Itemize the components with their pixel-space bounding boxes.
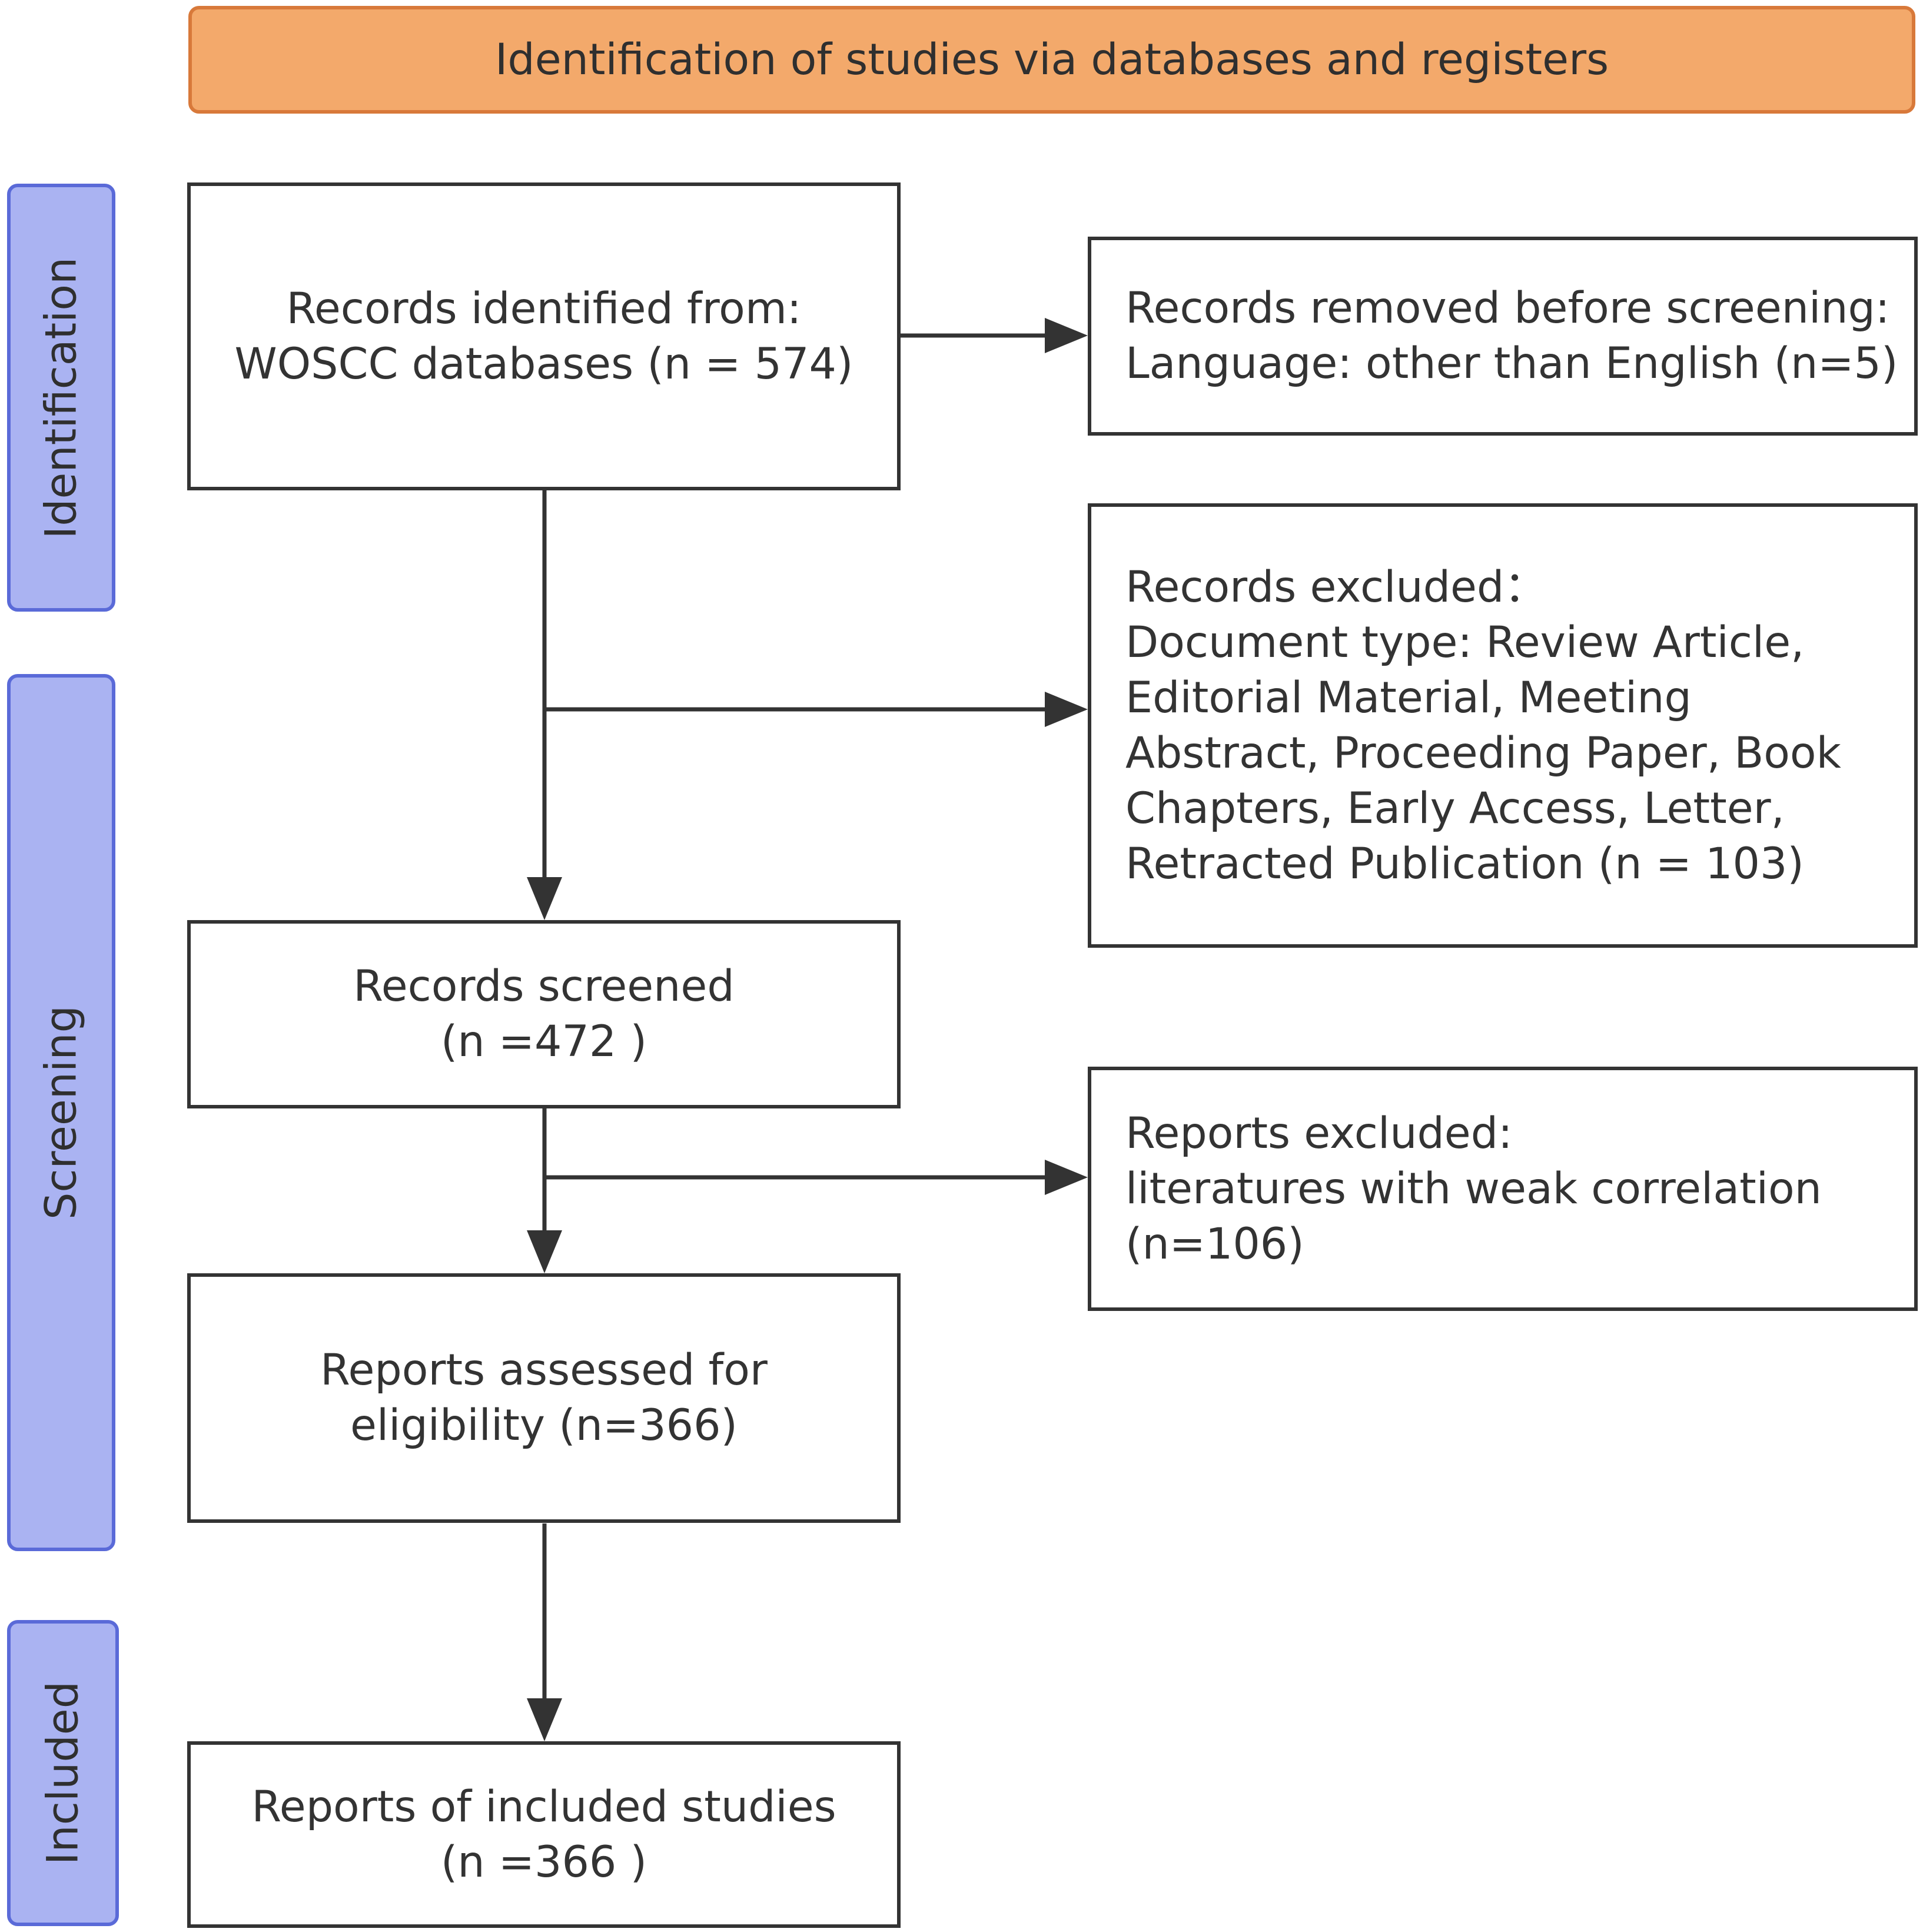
box-records-removed: Records removed before screening: Langua… bbox=[1088, 237, 1918, 436]
records-screened-text: Records screened (n =472 ) bbox=[353, 961, 735, 1067]
box-records-excluded: Records excluded： Document type: Review … bbox=[1088, 503, 1918, 948]
reports-assessed-text: Reports assessed for eligibility (n=366) bbox=[320, 1345, 768, 1450]
reports-included-text: Reports of included studies (n =366 ) bbox=[251, 1781, 836, 1887]
box-reports-assessed: Reports assessed for eligibility (n=366) bbox=[187, 1273, 901, 1523]
records-identified-text: Records identified from: WOSCC databases… bbox=[234, 283, 853, 389]
box-records-identified: Records identified from: WOSCC databases… bbox=[187, 182, 901, 490]
arrowhead-right-reports-excluded bbox=[1045, 1160, 1088, 1195]
box-reports-excluded: Reports excluded: literatures with weak … bbox=[1088, 1067, 1918, 1311]
box-records-screened: Records screened (n =472 ) bbox=[187, 920, 901, 1108]
records-excluded-text: Records excluded： Document type: Review … bbox=[1125, 562, 1841, 889]
arrowhead-right-excluded-records bbox=[1045, 692, 1088, 727]
arrowhead-right-removed bbox=[1045, 318, 1088, 353]
reports-excluded-text: Reports excluded: literatures with weak … bbox=[1125, 1108, 1822, 1269]
stage-included: Included bbox=[7, 1620, 119, 1926]
arrowhead-down-included bbox=[527, 1698, 562, 1741]
stage-identification: Identification bbox=[7, 184, 115, 612]
stage-screening: Screening bbox=[7, 674, 115, 1551]
arrowhead-down-assessed bbox=[527, 1230, 562, 1273]
box-reports-included: Reports of included studies (n =366 ) bbox=[187, 1741, 901, 1928]
arrowhead-down-screened bbox=[527, 877, 562, 920]
header-banner: Identification of studies via databases … bbox=[188, 6, 1915, 114]
records-removed-text: Records removed before screening: Langua… bbox=[1125, 283, 1898, 389]
banner-title: Identification of studies via databases … bbox=[494, 35, 1609, 85]
